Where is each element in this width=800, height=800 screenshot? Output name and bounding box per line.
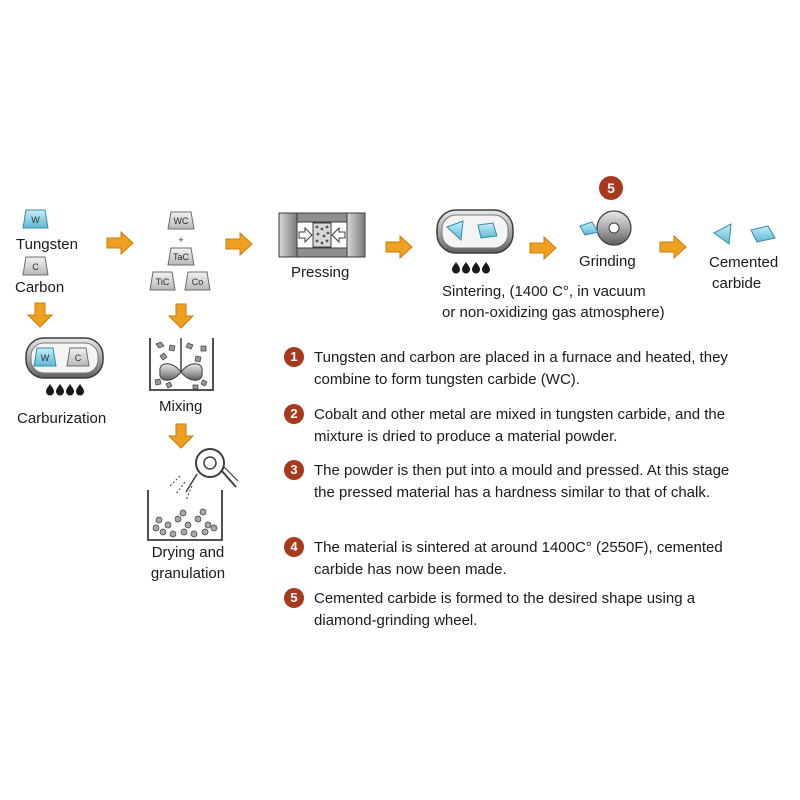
step-number-badge: 5 (284, 588, 304, 608)
arrow-right-icon (106, 231, 134, 255)
product-label-line2: carbide (712, 275, 762, 292)
product-label-line1: Cemented (709, 254, 779, 271)
furnace-icon: W C (25, 337, 104, 379)
furnace-carbon-symbol: C (75, 353, 82, 363)
plus-symbol: + (178, 235, 183, 245)
carbon-symbol: C (32, 262, 39, 272)
step-text: The powder is then put into a mould and … (314, 462, 730, 501)
step-text: Cemented carbide is formed to the desire… (314, 590, 696, 629)
wc-symbol: WC (174, 216, 189, 226)
tungsten-block-icon: W (22, 209, 49, 229)
tic-symbol: TiC (156, 277, 170, 287)
carburization-label: Carburization (17, 410, 107, 427)
grinding-step-badge: 5 (599, 176, 623, 200)
step-number-badge: 4 (284, 537, 304, 557)
grinding-wheel-icon (579, 210, 632, 246)
press-icon (278, 212, 366, 258)
step-text: Tungsten and carbon are placed in a furn… (314, 349, 728, 388)
furnace-tungsten-symbol: W (41, 353, 50, 363)
grinding-label: Grinding (579, 253, 636, 270)
arrow-right-icon (529, 236, 557, 260)
arrow-right-icon (385, 235, 413, 259)
step-number-badge: 3 (284, 460, 304, 480)
step-text: Cobalt and other metal are mixed in tung… (314, 406, 726, 445)
heat-drops-icon (46, 384, 84, 396)
arrow-down-icon (27, 302, 53, 328)
sintering-label-line2: or non-oxidizing gas atmosphere) (442, 304, 665, 321)
mixing-label: Mixing (159, 398, 203, 415)
step-number-badge: 2 (284, 404, 304, 424)
drying-label-line1: Drying and (151, 544, 225, 561)
step-text: The material is sintered at around 1400C… (314, 539, 723, 578)
mix-ingredients-icon: WC + TaC TiC Co (149, 211, 211, 291)
co-symbol: Co (192, 277, 204, 287)
heat-drops-icon (452, 262, 490, 274)
mixer-icon (149, 338, 214, 391)
step-number-badge: 1 (284, 347, 304, 367)
carbon-block-icon: C (22, 256, 49, 276)
arrow-down-icon (168, 423, 194, 449)
sintering-label-line1: Sintering, (1400 C°, in vacuum (442, 283, 646, 300)
pressing-label: Pressing (291, 264, 350, 281)
carbide-product-icon (713, 223, 776, 245)
tungsten-symbol: W (31, 215, 40, 225)
drying-container-icon (147, 490, 223, 541)
carbon-label: Carbon (15, 279, 65, 296)
arrow-right-icon (659, 235, 687, 259)
arrow-down-icon (168, 303, 194, 329)
arrow-right-icon (225, 232, 253, 256)
dryer-icon (169, 448, 239, 501)
tungsten-label: Tungsten (16, 236, 78, 253)
drying-label-line2: granulation (150, 565, 226, 582)
sintering-furnace-icon (436, 209, 514, 254)
tac-symbol: TaC (173, 252, 190, 262)
